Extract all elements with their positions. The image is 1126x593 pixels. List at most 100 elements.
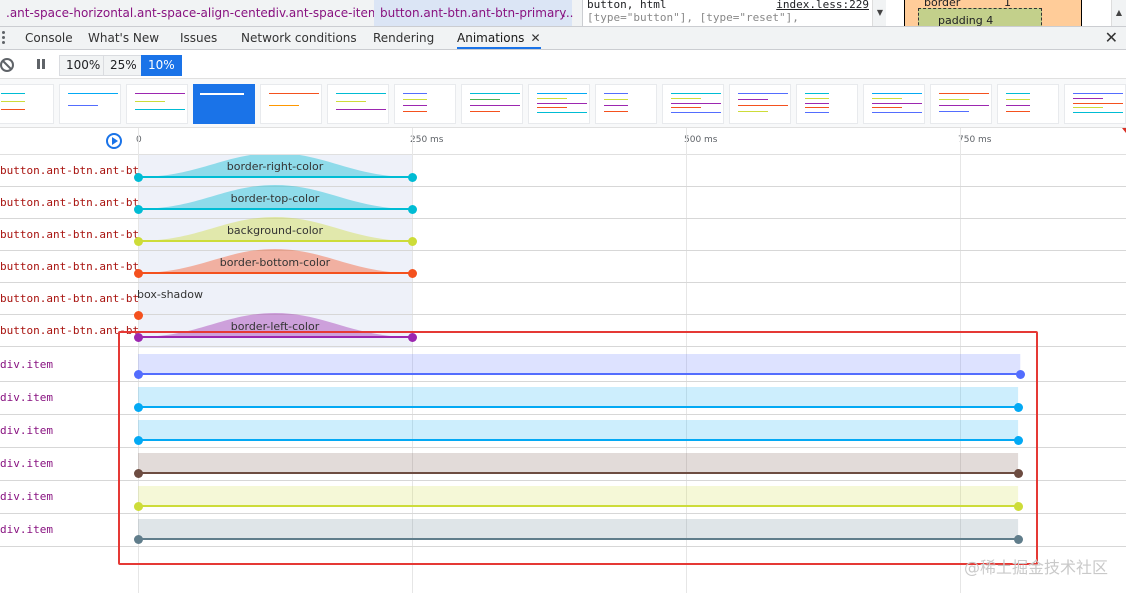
timeline-row[interactable]: div.item	[0, 481, 1126, 514]
clear-all-icon[interactable]	[0, 58, 14, 72]
thumbnail-line	[135, 109, 185, 110]
tab-rendering[interactable]: Rendering	[373, 27, 434, 49]
thumbnail-line	[872, 97, 902, 99]
keyframe-dot[interactable]	[407, 332, 417, 342]
timeline-row[interactable]: button.ant-btn.ant-btn-primary	[0, 219, 1126, 251]
animation-group-thumbnail[interactable]	[0, 84, 54, 124]
timeline-tick-label: 500 ms	[684, 135, 718, 145]
timeline-row[interactable]: button.ant-btn.ant-btn-primary	[0, 155, 1126, 187]
speed-button[interactable]: 10%	[141, 55, 182, 76]
pause-all-icon[interactable]	[37, 59, 45, 69]
keyframe-dot[interactable]	[1013, 435, 1023, 445]
box-model-scroll-up-icon[interactable]: ▲	[1111, 0, 1126, 26]
thumbnail-line	[1073, 97, 1103, 99]
animation-group-thumbnail[interactable]	[863, 84, 925, 124]
keyframe-dot[interactable]	[1013, 534, 1023, 544]
thumbnail-line	[872, 102, 922, 104]
animation-group-thumbnail[interactable]	[796, 84, 858, 124]
row-selector-label[interactable]: div.item	[0, 457, 53, 470]
animations-toolbar: 100%25%10%	[0, 50, 1126, 79]
speed-button[interactable]: 100%	[59, 55, 108, 76]
keyframe-dot[interactable]	[407, 172, 417, 182]
keyframe-dot[interactable]	[1013, 468, 1023, 478]
styles-source-link[interactable]: index.less:229	[776, 0, 869, 11]
row-selector-label[interactable]: button.ant-btn.ant-btn-primary	[0, 292, 138, 305]
keyframe-dot[interactable]	[1013, 402, 1023, 412]
more-tools-icon[interactable]	[2, 30, 6, 46]
timeline-row[interactable]: button.ant-btn.ant-btn-primary	[0, 251, 1126, 283]
thumbnail-line	[738, 111, 768, 112]
animation-group-thumbnail[interactable]	[327, 84, 389, 124]
animation-group-thumbnail[interactable]	[528, 84, 590, 124]
timeline-row[interactable]: button.ant-btn.ant-btn-primary	[0, 315, 1126, 347]
animation-group-thumbnail[interactable]	[461, 84, 523, 124]
breadcrumb-item[interactable]: ...	[562, 6, 574, 20]
row-selector-label[interactable]: button.ant-btn.ant-btn-primary	[0, 228, 138, 241]
animation-group-thumbnail[interactable]	[126, 84, 188, 124]
animation-group-thumbnail[interactable]	[729, 84, 791, 124]
styles-scroll-down-icon[interactable]: ▼	[872, 0, 887, 26]
close-drawer-icon[interactable]: ✕	[1104, 28, 1118, 47]
row-selector-label[interactable]: div.item	[0, 358, 53, 371]
keyframe-dot[interactable]	[407, 204, 417, 214]
breadcrumb-item[interactable]: .ant-space-horizontal.ant-space-align-ce…	[6, 6, 273, 20]
tab-issues[interactable]: Issues	[180, 27, 217, 49]
keyframe-dot[interactable]	[1015, 369, 1025, 379]
animation-group-thumbnail[interactable]	[662, 84, 724, 124]
thumbnail-line	[939, 99, 969, 100]
timeline-row[interactable]: button.ant-btn.ant-btn-primary	[0, 187, 1126, 219]
keyframe-dot[interactable]	[133, 369, 143, 379]
animation-group-thumbnail[interactable]	[394, 84, 456, 124]
scrubber-end-marker[interactable]	[1122, 128, 1126, 133]
thumbnail-line	[68, 93, 118, 94]
timeline-tick-label: 250 ms	[410, 135, 444, 145]
keyframe-dot[interactable]	[133, 236, 143, 246]
tab-network-conditions[interactable]: Network conditions	[241, 27, 357, 49]
row-selector-label[interactable]: div.item	[0, 391, 53, 404]
close-tab-icon[interactable]: ✕	[530, 31, 541, 45]
keyframe-dot[interactable]	[1013, 501, 1023, 511]
animation-group-thumbnail[interactable]	[997, 84, 1059, 124]
row-selector-label[interactable]: div.item	[0, 490, 53, 503]
timeline-row[interactable]: div.item	[0, 448, 1126, 481]
row-selector-label[interactable]: button.ant-btn.ant-btn-primary	[0, 324, 138, 337]
keyframe-dot[interactable]	[133, 172, 143, 182]
row-selector-label[interactable]: button.ant-btn.ant-btn-primary	[0, 260, 138, 273]
timeline-row[interactable]: div.item	[0, 514, 1126, 547]
keyframe-dot[interactable]	[133, 501, 143, 511]
breadcrumb-item[interactable]: button.ant-btn.ant-btn-primary	[374, 0, 573, 26]
animation-group-thumbnail[interactable]	[59, 84, 121, 124]
keyframe-dot[interactable]	[407, 236, 417, 246]
tab-console[interactable]: Console	[25, 27, 73, 49]
keyframe-dot[interactable]	[133, 332, 143, 342]
thumbnail-line	[1, 109, 25, 110]
keyframe-dot[interactable]	[133, 534, 143, 544]
keyframe-dot[interactable]	[133, 310, 143, 320]
row-selector-label[interactable]: button.ant-btn.ant-btn-primary	[0, 164, 138, 177]
animation-group-thumbnail[interactable]	[1064, 84, 1126, 124]
keyframe-dot[interactable]	[133, 402, 143, 412]
animation-group-thumbnail[interactable]	[193, 84, 255, 124]
tab-animations[interactable]: Animations✕	[457, 27, 541, 49]
timeline-row[interactable]: div.item	[0, 415, 1126, 448]
row-selector-label[interactable]: div.item	[0, 523, 53, 536]
animation-group-thumbnail[interactable]	[260, 84, 322, 124]
timeline-row[interactable]: button.ant-btn.ant-btn-primary	[0, 283, 1126, 315]
keyframe-dot[interactable]	[133, 468, 143, 478]
row-selector-label[interactable]: button.ant-btn.ant-btn-primary	[0, 196, 138, 209]
keyframe-dot[interactable]	[133, 204, 143, 214]
timeline-row[interactable]: div.item	[0, 349, 1126, 382]
keyframe-dot[interactable]	[133, 268, 143, 278]
speed-button[interactable]: 25%	[103, 55, 144, 76]
keyframe-dot[interactable]	[407, 268, 417, 278]
keyframe-dot[interactable]	[133, 435, 143, 445]
tab-what-s-new[interactable]: What's New	[88, 27, 159, 49]
animation-group-thumbnail[interactable]	[595, 84, 657, 124]
breadcrumb-item[interactable]: div.ant-space-item	[268, 6, 380, 20]
row-selector-label[interactable]: div.item	[0, 424, 53, 437]
thumbnail-line	[537, 107, 567, 109]
replay-icon[interactable]	[106, 133, 122, 149]
timeline-row[interactable]: div.item	[0, 382, 1126, 415]
animation-group-thumbnail[interactable]	[930, 84, 992, 124]
